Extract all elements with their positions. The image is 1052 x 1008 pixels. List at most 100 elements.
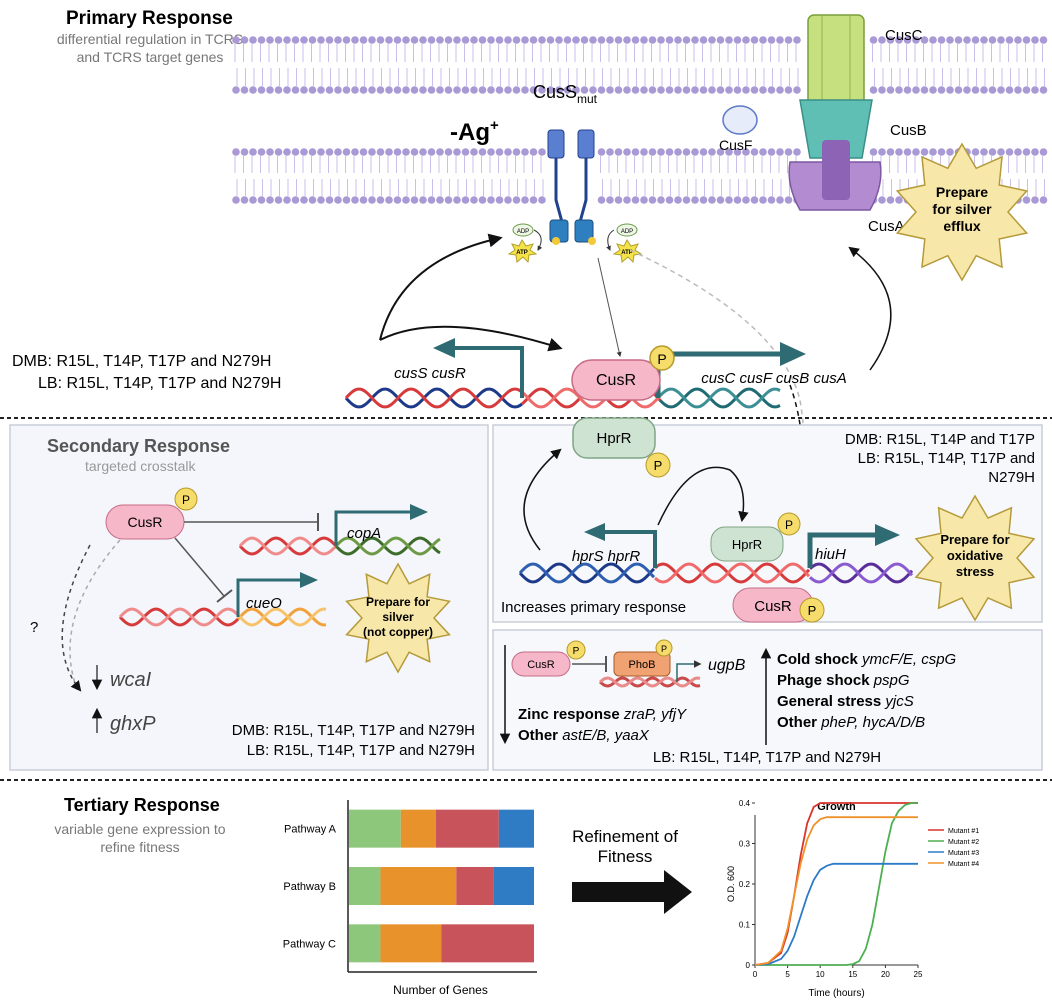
lipid-head (461, 196, 470, 204)
ghxp-label: ghxP (110, 713, 156, 735)
lipid-head (342, 148, 351, 156)
legend-label: Mutant #4 (948, 861, 979, 868)
lipid-head (529, 86, 538, 94)
lipid-head (708, 86, 716, 94)
lipid-head (597, 196, 606, 204)
lipid-head (376, 86, 385, 94)
growth-y-tick-label: 0.3 (739, 840, 751, 849)
lipid-head (376, 196, 385, 204)
phosphate-badge (799, 597, 825, 623)
lipid-head (750, 86, 759, 94)
legend-label: Mutant #2 (948, 839, 979, 846)
lipid-head (504, 36, 512, 44)
lipid-head (572, 36, 580, 44)
lipid-head (376, 36, 385, 44)
lipid-head (334, 196, 342, 204)
lipid-head (869, 36, 878, 44)
tertiary-subtitle-2: refine fitness (100, 839, 179, 855)
lipid-head (742, 196, 750, 204)
lipid-head (631, 148, 640, 156)
lipid-head (776, 36, 784, 44)
lipid-head (733, 86, 742, 94)
growth-x-tick-label: 20 (881, 970, 890, 979)
cuss-helices (554, 158, 588, 223)
bar-segment (456, 867, 494, 905)
phob-label: PhoB (629, 659, 656, 671)
lipid-head (291, 86, 300, 94)
lipid-head (716, 86, 725, 94)
lipid-head (759, 148, 767, 156)
lipid-head (521, 86, 529, 94)
growth-y-tick-label: 0 (746, 961, 751, 970)
lipid-head (342, 86, 351, 94)
copa-dna (238, 536, 441, 556)
zinc-line: Zinc response zraP, yfjY (518, 706, 687, 723)
lipid-head (453, 148, 461, 156)
arrow-to-cuss (379, 233, 503, 341)
lipid-head (1022, 148, 1031, 156)
cusa-label: CusA (868, 218, 905, 235)
lipid-head (419, 148, 427, 156)
lipid-head (589, 36, 597, 44)
bar-category-label: Pathway C (283, 938, 336, 950)
growth-y-tick-label: 0.1 (739, 921, 751, 930)
lipid-head (784, 86, 793, 94)
lipid-head (614, 196, 623, 204)
lipid-head (266, 196, 274, 204)
tertiary-subtitle-1: variable gene expression to (54, 821, 225, 837)
lipid-head (538, 196, 546, 204)
atp-label-right: ATP (621, 250, 633, 256)
lipid-head (461, 148, 470, 156)
lipid-head (487, 86, 495, 94)
secondary-mutations-dmb: DMB: R15L, T14P, T17P and N279H (232, 722, 475, 739)
lipid-head (1031, 148, 1039, 156)
lipid-head (759, 86, 767, 94)
lipid-head (716, 36, 725, 44)
dna-strand (654, 562, 811, 584)
legend-label: Mutant #3 (948, 850, 979, 857)
lipid-head (359, 86, 368, 94)
genes-cusc-operon: cusC cusF cusB cusA (701, 370, 847, 387)
lipid-head (274, 86, 283, 94)
lipid-head (767, 196, 776, 204)
lipid-head (308, 196, 317, 204)
lipid-head (512, 36, 521, 44)
lipid-head (665, 36, 674, 44)
lipid-head (1014, 36, 1022, 44)
lipid-head (495, 148, 504, 156)
lipid-head (623, 86, 631, 94)
growth-x-tick-label: 10 (816, 970, 825, 979)
efflux-text-3: efflux (943, 218, 981, 234)
repression-cueo (174, 537, 225, 597)
lipid-head (555, 86, 563, 94)
secondary-title: Secondary Response (47, 436, 230, 456)
lipid-head (453, 36, 461, 44)
dna-strand (658, 387, 781, 409)
lipid-head (920, 36, 929, 44)
lipid-head (300, 86, 308, 94)
oxi-text-3: stress (956, 564, 994, 579)
primary-title: Primary Response (66, 8, 233, 29)
lipid-head (682, 196, 691, 204)
lipid-head (971, 86, 980, 94)
adp-bubble (512, 223, 534, 237)
cell-membranes (232, 36, 1048, 204)
atp-burst (507, 239, 538, 264)
lipid-head (478, 196, 487, 204)
lipid-head (563, 86, 572, 94)
hpr-mutations-dmb: DMB: R15L, T14P and T17P (845, 431, 1035, 448)
lipid-head (266, 86, 274, 94)
hprr-label-bound: HprR (732, 537, 762, 552)
lipid-head (555, 36, 563, 44)
lipid-head (657, 86, 665, 94)
lipid-head (691, 148, 699, 156)
lipid-head (504, 86, 512, 94)
lipid-head (419, 86, 427, 94)
lipid-head (699, 86, 708, 94)
cuss-kinase-domain (574, 219, 594, 243)
hpr-mutations-lb1: LB: R15L, T14P, T17P and (858, 450, 1035, 467)
lipid-head (640, 86, 648, 94)
phosphate-label: P (573, 646, 580, 657)
